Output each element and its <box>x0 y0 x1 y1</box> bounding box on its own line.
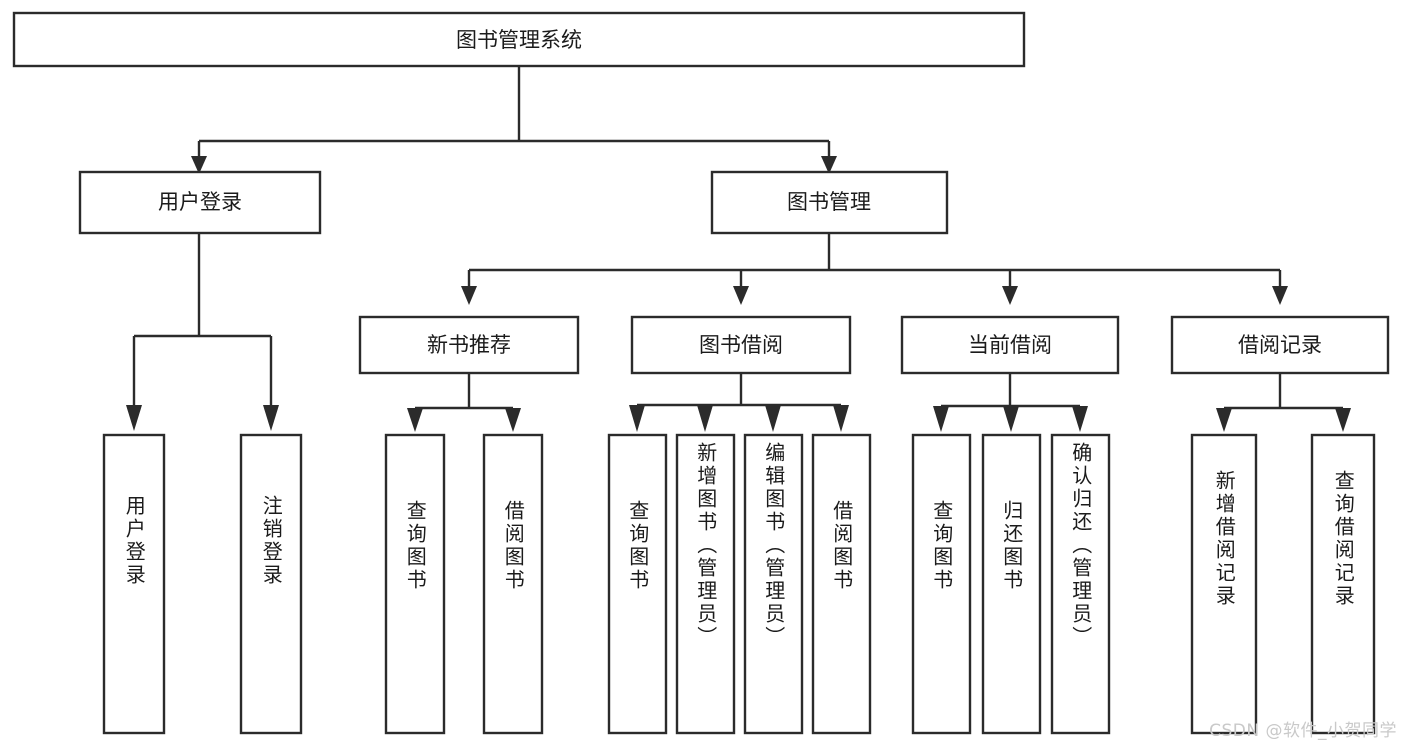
node-book-management-label: 图书管理 <box>787 190 871 214</box>
node-borrow-record[interactable]: 借阅记录 <box>1170 315 1390 375</box>
leaf-box-logout[interactable] <box>239 433 303 735</box>
edge-group-current-borrow <box>933 373 1088 432</box>
node-root-box <box>12 11 1026 68</box>
leaf-box-add-borrow-record[interactable] <box>1190 433 1258 735</box>
edge-group-borrow-record <box>1216 373 1351 432</box>
node-borrow-record-label: 借阅记录 <box>1238 333 1322 357</box>
arrow-to-current-borrow <box>1002 286 1018 305</box>
leaf-box-add-book-admin[interactable] <box>675 433 736 735</box>
edge-group-new-book <box>407 373 521 432</box>
arrow-borrow-record-leaf1 <box>1216 408 1232 432</box>
csdn-watermark: CSDN @软件_小贺同学 <box>1209 721 1397 741</box>
node-user-login[interactable]: 用户登录 <box>78 170 322 235</box>
arrow-borrow-leaf4 <box>833 405 849 432</box>
node-user-login-label: 用户登录 <box>158 190 242 214</box>
node-current-borrow[interactable]: 当前借阅 <box>900 315 1120 375</box>
arrow-borrow-leaf1 <box>629 405 645 432</box>
leaf-box-edit-book-admin[interactable] <box>743 433 804 735</box>
arrow-current-borrow-leaf3 <box>1072 406 1088 432</box>
node-current-borrow-label: 当前借阅 <box>968 333 1052 357</box>
arrow-to-borrow-record <box>1272 286 1288 305</box>
leaf-box-borrow-book-new[interactable] <box>482 433 544 735</box>
leaf-box-return-book[interactable] <box>981 433 1042 735</box>
node-root-book-management-system[interactable]: 图书管理系统 <box>12 11 1026 68</box>
arrow-user-login-leaf1 <box>126 405 142 431</box>
leaf-box-user-login[interactable] <box>102 433 166 735</box>
edge-group-user-login <box>126 233 279 431</box>
node-borrow-record-box <box>1170 315 1390 375</box>
node-user-login-box <box>78 170 322 235</box>
arrow-to-borrow <box>733 286 749 305</box>
node-book-management[interactable]: 图书管理 <box>710 170 949 235</box>
leaf-boxes <box>102 433 1376 735</box>
edge-group-book-mgmt <box>461 233 1288 305</box>
arrow-user-login-leaf2 <box>263 405 279 431</box>
arrow-to-new-book <box>461 286 477 305</box>
leaf-box-query-borrow-record[interactable] <box>1310 433 1376 735</box>
leaf-box-confirm-return-admin[interactable] <box>1050 433 1111 735</box>
leaf-box-query-book-new[interactable] <box>384 433 446 735</box>
edge-group-borrow <box>629 373 849 432</box>
node-new-book-recommend-label: 新书推荐 <box>427 333 511 357</box>
arrow-new-book-leaf2 <box>505 408 521 432</box>
node-book-management-box <box>710 170 949 235</box>
arrow-borrow-record-leaf2 <box>1335 408 1351 432</box>
node-new-book-recommend[interactable]: 新书推荐 <box>358 315 580 375</box>
node-book-borrow[interactable]: 图书借阅 <box>630 315 852 375</box>
leaf-box-borrow-book[interactable] <box>811 433 872 735</box>
node-book-borrow-label: 图书借阅 <box>699 333 783 357</box>
arrow-current-borrow-leaf1 <box>933 406 949 432</box>
arrow-current-borrow-leaf2 <box>1003 406 1019 432</box>
node-current-borrow-box <box>900 315 1120 375</box>
arrow-borrow-leaf3 <box>765 405 781 432</box>
node-book-borrow-box <box>630 315 852 375</box>
node-new-book-recommend-box <box>358 315 580 375</box>
edge-group-root <box>191 66 837 174</box>
arrow-new-book-leaf1 <box>407 408 423 432</box>
arrow-root-to-user-login <box>191 156 207 174</box>
leaf-box-query-book-borrow[interactable] <box>607 433 668 735</box>
node-root-label: 图书管理系统 <box>456 28 582 52</box>
arrow-borrow-leaf2 <box>697 405 713 432</box>
arrow-root-to-book-mgmt <box>821 156 837 174</box>
leaf-box-query-book-current[interactable] <box>911 433 972 735</box>
